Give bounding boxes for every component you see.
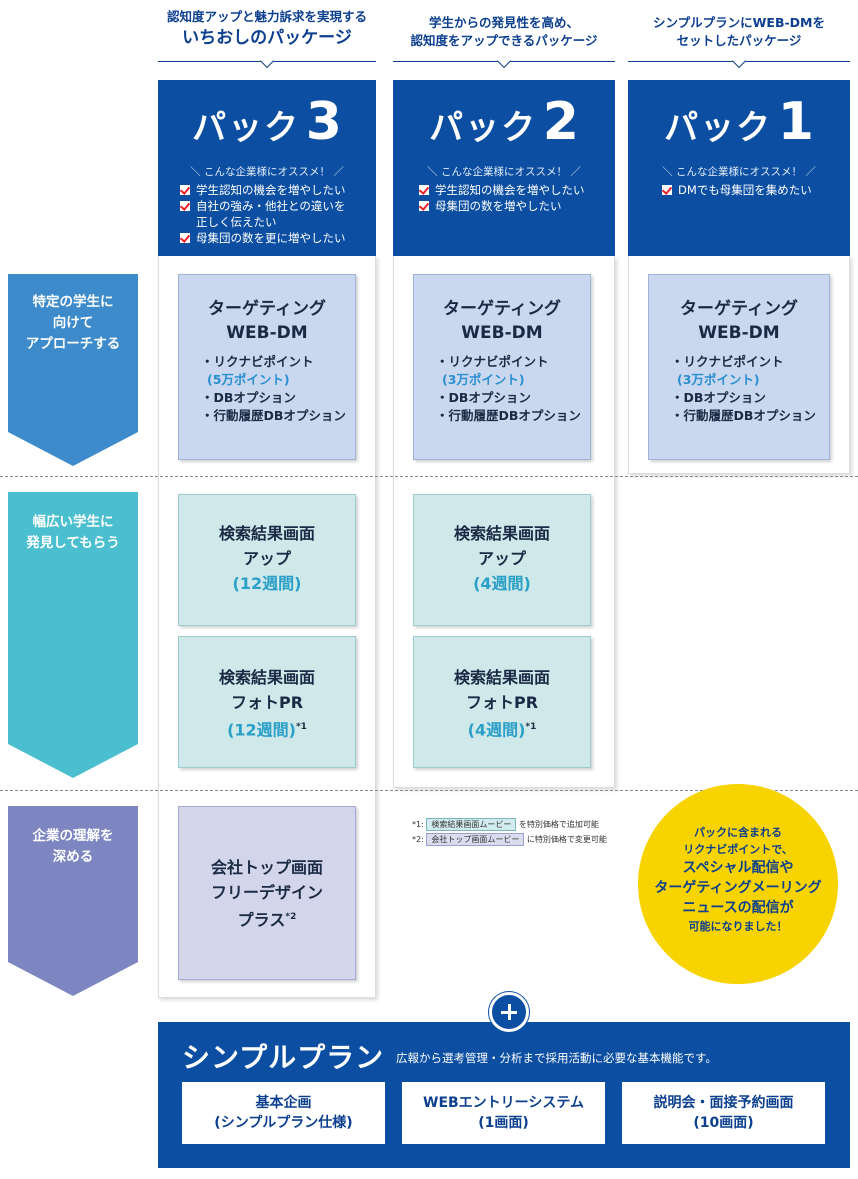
check-item: 母集団の数を更に増やしたい xyxy=(180,230,370,246)
intro-notch xyxy=(496,53,512,69)
intro-pack1: シンプルプランにWEB-DMを セットしたパッケージ xyxy=(628,14,850,70)
card-line: 検索結果画面 xyxy=(218,524,315,543)
check-item: 自社の強み・他社との違いを 正しく伝えたい xyxy=(180,198,370,230)
photo-pr-card-pack2: 検索結果画面 フォトPR (4週間)*1 xyxy=(413,636,591,768)
recommend-caption: ＼ こんな企業様にオススメ！ ／ xyxy=(190,166,344,178)
intro-line1: シンプルプランにWEB-DMを xyxy=(653,15,825,30)
row-divider xyxy=(0,476,858,477)
intro-line2: 認知度をアップできるパッケージ xyxy=(410,33,598,48)
card-items: ・リクナビポイント (3万ポイント) ・DBオプション ・行動履歴DBオプション xyxy=(671,354,816,423)
card-line: 検索結果画面 xyxy=(453,524,550,543)
recommend-caption: ＼ こんな企業様にオススメ！ ／ xyxy=(662,166,816,178)
simple-plan-panel: シンプルプラン 広報から選考管理・分析まで採用活動に必要な基本機能です。 基本企… xyxy=(158,1022,850,1168)
checkbox-icon xyxy=(180,185,190,195)
intro-pack3: 認知度アップと魅力訴求を実現する いちおしのパッケージ xyxy=(158,8,376,70)
row-label: 特定の学生に向けてアプローチする xyxy=(25,294,121,352)
check-item: DMでも母集団を集めたい xyxy=(662,182,842,198)
intro-line2: セットしたパッケージ xyxy=(676,33,802,48)
intro-line2: いちおしのパッケージ xyxy=(182,28,352,48)
checkbox-icon xyxy=(419,201,429,211)
company-top-card: 会社トップ画面 フリーデザイン プラス*2 xyxy=(178,806,356,980)
row-label: 企業の理解を深める xyxy=(32,828,114,865)
search-up-card-pack2: 検索結果画面 アップ (4週間) xyxy=(413,494,591,626)
arrow-shape xyxy=(8,806,138,996)
check-list: DMでも母集団を集めたい xyxy=(662,182,842,198)
pack-label: パック xyxy=(664,108,773,148)
row-label: 幅広い学生に発見してもらう xyxy=(26,514,120,551)
simple-plan-box: WEBエントリーシステム(1画面) xyxy=(402,1082,605,1144)
simple-plan-desc: 広報から選考管理・分析まで採用活動に必要な基本機能です。 xyxy=(396,1051,717,1065)
arrow-shape xyxy=(8,274,138,466)
intro-pack2: 学生からの発見性を高め、 認知度をアップできるパッケージ xyxy=(393,14,615,70)
checkbox-icon xyxy=(662,185,672,195)
card-line: フォトPR xyxy=(465,693,539,712)
check-item: 母集団の数を増やしたい xyxy=(419,198,609,214)
pack-title: パック 3 xyxy=(158,92,376,152)
pack-label: パック xyxy=(192,108,301,148)
info-bubble: パックに含まれる リクナビポイントで、 スペシャル配信や ターゲティングメーリン… xyxy=(638,784,838,984)
simple-plan-title: シンプルプラン xyxy=(182,1041,385,1074)
pack1-header: パック 1 ＼ こんな企業様にオススメ！ ／ DMでも母集団を集めたい xyxy=(628,80,850,256)
card-line: フォトPR xyxy=(230,693,304,712)
card-weeks: (4週間) xyxy=(473,574,531,593)
check-item: 学生認知の機会を増やしたい xyxy=(180,182,370,198)
card-items: ・リクナビポイント (3万ポイント) ・DBオプション ・行動履歴DBオプション xyxy=(436,354,581,423)
simple-plan-box: 基本企画(シンプルプラン仕様) xyxy=(182,1082,385,1144)
card-items: ・リクナビポイント (5万ポイント) ・DBオプション ・行動履歴DBオプション xyxy=(201,354,346,423)
row-arrow-understanding: 企業の理解を深める xyxy=(8,806,138,996)
intro-notch xyxy=(259,53,275,69)
intro-line1: 認知度アップと魅力訴求を実現する xyxy=(166,9,367,24)
footnotes: *1: 検索結果画面ムービー を特別価格で追加可能 *2: 会社トップ画面ムービ… xyxy=(412,817,632,847)
row-divider xyxy=(0,790,858,791)
checkbox-icon xyxy=(419,185,429,195)
check-list: 学生認知の機会を増やしたい 母集団の数を増やしたい xyxy=(419,182,609,214)
row-arrow-broad: 幅広い学生に発見してもらう xyxy=(8,492,138,778)
card-weeks-row: (4週間)*1 xyxy=(467,720,537,740)
card-line: アップ xyxy=(242,549,291,568)
pack3-header: パック 3 ＼ こんな企業様にオススメ！ ／ 学生認知の機会を増やしたい 自社の… xyxy=(158,80,376,256)
simple-plan-box: 説明会・面接予約画面(10画面) xyxy=(622,1082,825,1144)
pack-title: パック 2 xyxy=(393,92,615,152)
card-line: アップ xyxy=(477,549,526,568)
pack-number: 1 xyxy=(777,92,814,152)
card-line: プラス*2 xyxy=(237,910,297,930)
check-list: 学生認知の機会を増やしたい 自社の強み・他社との違いを 正しく伝えたい 母集団の… xyxy=(180,182,370,246)
check-item: 学生認知の機会を増やしたい xyxy=(419,182,609,198)
recommend-caption: ＼ こんな企業様にオススメ！ ／ xyxy=(427,166,581,178)
footnote: *2: 会社トップ画面ムービー に特別価格で変更可能 xyxy=(412,833,607,846)
intro-notch xyxy=(731,53,747,69)
card-line: 検索結果画面 xyxy=(453,668,550,687)
pack2-header: パック 2 ＼ こんな企業様にオススメ！ ／ 学生認知の機会を増やしたい 母集団… xyxy=(393,80,615,256)
row-arrow-targeted: 特定の学生に向けてアプローチする xyxy=(8,274,138,466)
card-weeks-row: (12週間)*1 xyxy=(227,720,307,740)
footnote: *1: 検索結果画面ムービー を特別価格で追加可能 xyxy=(412,818,599,831)
pack-number: 2 xyxy=(542,92,579,152)
plus-icon xyxy=(489,992,529,1032)
pack-number: 3 xyxy=(305,92,342,152)
pack-title: パック 1 xyxy=(628,92,850,152)
checkbox-icon xyxy=(180,233,190,243)
intro-line1: 学生からの発見性を高め、 xyxy=(428,15,579,30)
pack-label: パック xyxy=(429,108,538,148)
checkbox-icon xyxy=(180,201,190,211)
photo-pr-card-pack3: 検索結果画面 フォトPR (12週間)*1 xyxy=(178,636,356,768)
card-line: フリーデザイン xyxy=(210,883,323,902)
arrow-shape xyxy=(8,492,138,778)
search-up-card-pack3: 検索結果画面 アップ (12週間) xyxy=(178,494,356,626)
card-weeks: (12週間) xyxy=(232,574,302,593)
card-line: 会社トップ画面 xyxy=(210,858,323,877)
card-line: 検索結果画面 xyxy=(218,668,315,687)
